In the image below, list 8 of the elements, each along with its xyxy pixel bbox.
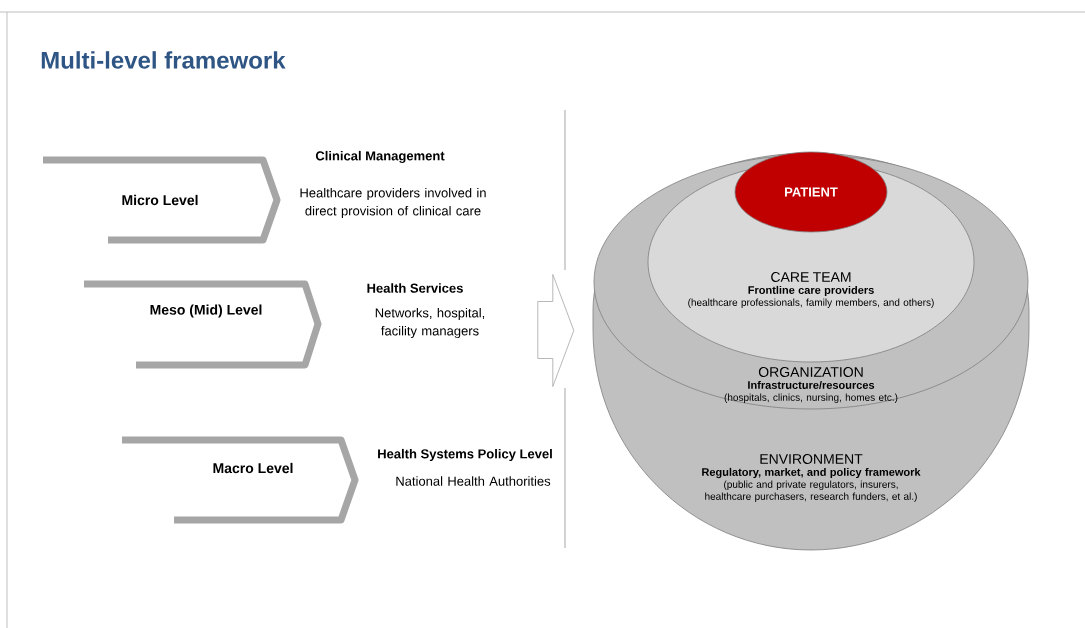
level-description: Networks, hospital, facility managers	[375, 307, 485, 339]
title: Multi-level framework	[41, 51, 286, 69]
level-heading: Health Services	[367, 283, 463, 293]
level-description: Healthcare providers involved in direct provision of clinical care	[300, 187, 486, 219]
level-description: National Health Authorities	[396, 476, 551, 486]
level-heading: Health Systems Policy Level	[378, 448, 552, 462]
block-arrow	[537, 274, 575, 387]
level-heading: Clinical Management	[315, 150, 445, 164]
